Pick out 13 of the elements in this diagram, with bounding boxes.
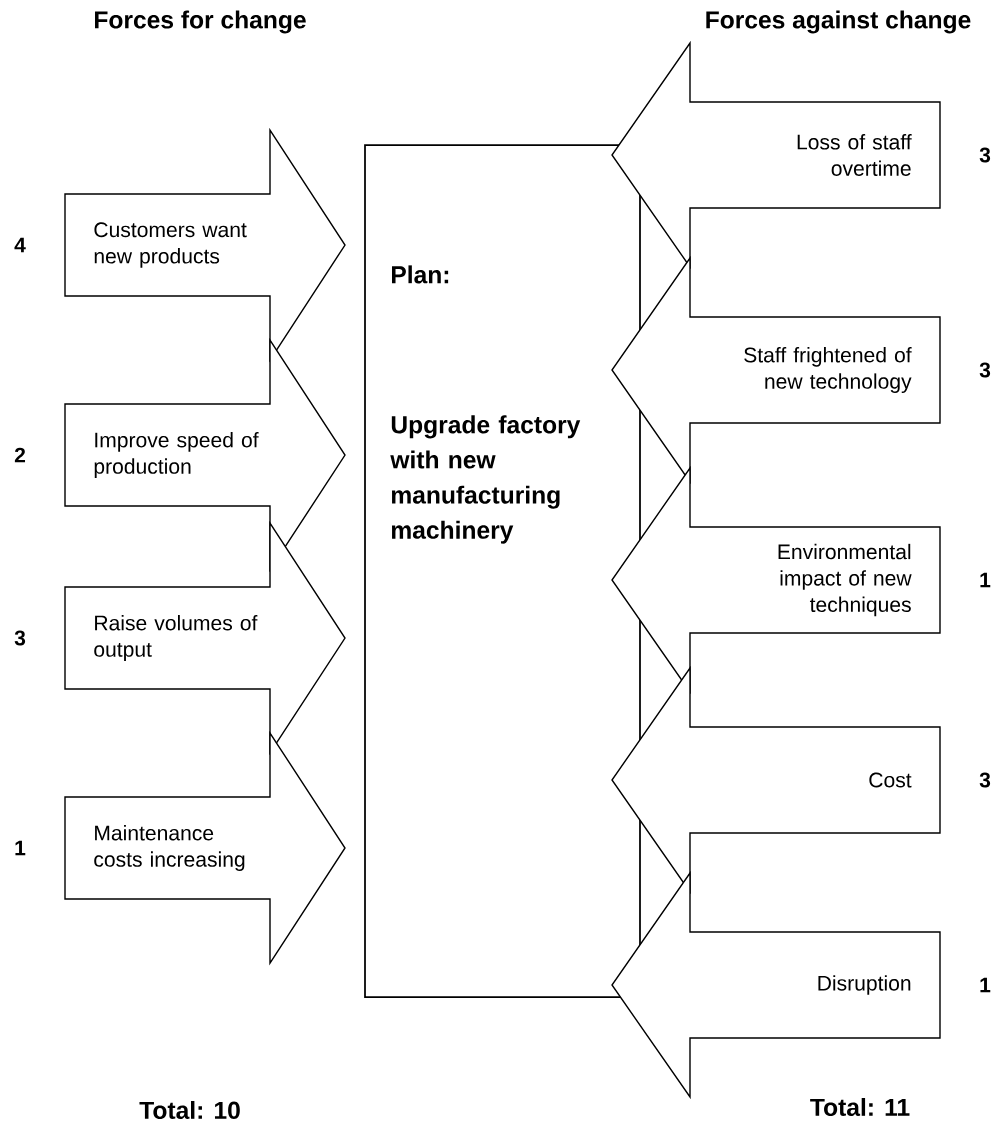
score-number: 2 — [14, 447, 25, 463]
score-number: 1 — [980, 572, 991, 588]
score-number: 4 — [14, 237, 26, 253]
plan-text: Plan: — [392, 265, 449, 284]
column-heading: Forces for change — [95, 10, 306, 34]
plan-text: Upgrade factory with new manufacturing machinery — [390, 415, 581, 544]
score-number: 3 — [14, 630, 26, 646]
score-number: 1 — [980, 977, 991, 993]
total-label: Total: 10 — [139, 1100, 240, 1120]
score-number: 3 — [979, 147, 991, 163]
score-number: 3 — [979, 772, 991, 788]
score-number: 3 — [979, 362, 991, 378]
score-number: 1 — [15, 840, 26, 856]
